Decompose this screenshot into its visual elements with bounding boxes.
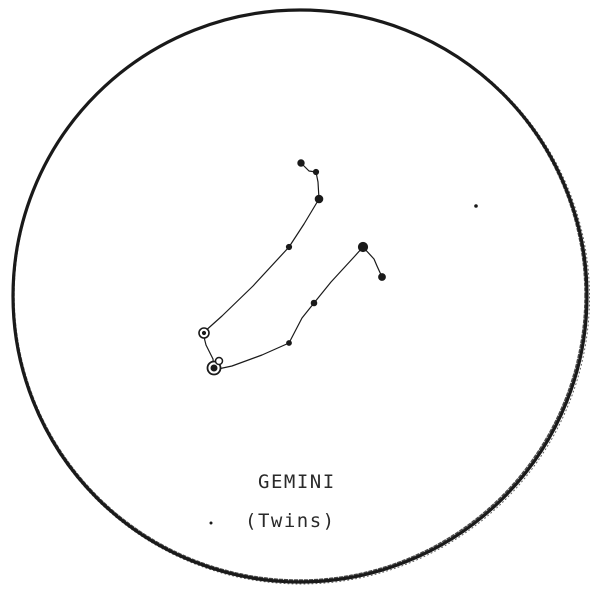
constellation-name: GEMINI	[258, 471, 336, 493]
star-castor-mid	[286, 244, 291, 249]
chart-border	[13, 10, 590, 584]
star-pollux-lower	[287, 341, 292, 346]
star-castor-tip	[298, 160, 304, 166]
star-pollux-foot-2	[216, 358, 223, 365]
star-pollux-arm	[379, 274, 386, 281]
star-castor	[315, 195, 323, 203]
constellation-subtitle: (Twins)	[245, 510, 336, 532]
star-isolated	[475, 205, 478, 208]
star-pollux	[358, 242, 367, 251]
stars	[199, 160, 477, 524]
star-castor-upper	[313, 169, 318, 174]
star-pollux-foot-core	[211, 365, 217, 371]
constellation-lines	[203, 163, 382, 372]
star-castor-foot-dot	[202, 331, 205, 334]
star-pollux-mid	[311, 300, 317, 306]
star-small-dot	[210, 522, 212, 524]
castor-line	[203, 163, 382, 372]
